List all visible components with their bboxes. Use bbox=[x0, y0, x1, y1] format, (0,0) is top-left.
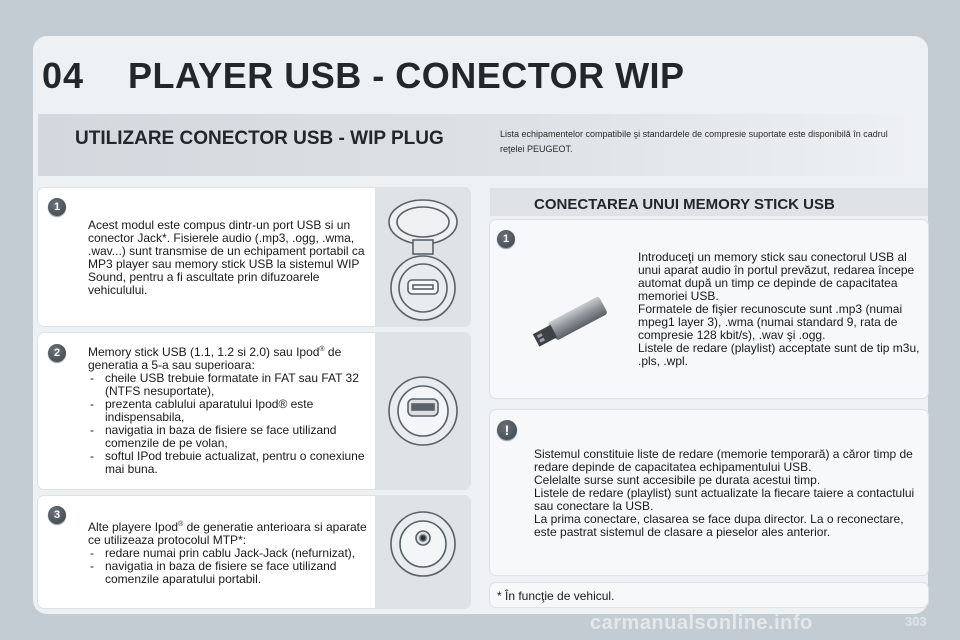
page-title: PLAYER USB - CONECTOR WIP bbox=[128, 55, 685, 96]
memory-stick-panel bbox=[490, 220, 928, 398]
list-item: prezenta cablului aparatului Ipod® este … bbox=[88, 398, 374, 424]
section-2-intro: Memory stick USB (1.1, 1.2 si 2.0) sau I… bbox=[88, 345, 342, 372]
section-subtitle: UTILIZARE CONECTOR USB - WIP PLUG bbox=[75, 128, 444, 149]
subtitle-band bbox=[38, 114, 920, 176]
list-item: redare numai prin cablu Jack-Jack (nefur… bbox=[88, 547, 374, 561]
list-item: navigatia in baza de fisiere se face uti… bbox=[88, 560, 374, 586]
list-item: navigatia in baza de fisiere se face uti… bbox=[88, 424, 374, 450]
list-item: softul IPod trebuie actualizat, pentru o… bbox=[88, 450, 374, 476]
section-3-intro: Alte playere Ipod® de generatie anterioa… bbox=[88, 520, 367, 547]
right-step-badge-1: 1 bbox=[497, 230, 515, 248]
illustration-area bbox=[375, 496, 470, 608]
warning-text: Sistemul constituie liste de redare (mem… bbox=[534, 447, 915, 539]
illustration-area bbox=[375, 188, 470, 326]
usb-port-illustration bbox=[388, 376, 458, 446]
step-badge-2: 2 bbox=[48, 344, 66, 362]
footnote-panel bbox=[490, 583, 928, 607]
step-badge-3: 3 bbox=[48, 506, 66, 524]
section-panel-1 bbox=[38, 188, 470, 326]
usb-port-cover-illustration bbox=[388, 199, 458, 321]
watermark: carmanualsonline.info bbox=[590, 612, 813, 634]
right-heading: CONECTAREA UNUI MEMORY STICK USB bbox=[534, 196, 835, 213]
list-item: cheile USB trebuie formatate in FAT sau … bbox=[88, 372, 374, 398]
illustration-area bbox=[375, 333, 470, 489]
section-3-text: Alte playere Ipod® de generatie anterioa… bbox=[88, 518, 374, 586]
section-1-text: Acest modul este compus dintr-un port US… bbox=[88, 218, 365, 297]
step-badge-1: 1 bbox=[48, 198, 66, 216]
warning-panel bbox=[490, 410, 928, 575]
usb-stick-illustration bbox=[532, 296, 607, 347]
section-2-list: cheile USB trebuie formatate in FAT sau … bbox=[88, 372, 374, 476]
section-2-text: Memory stick USB (1.1, 1.2 si 2.0) sau I… bbox=[88, 343, 374, 476]
section-3-list: redare numai prin cablu Jack-Jack (nefur… bbox=[88, 547, 374, 586]
memory-stick-text: Introduceţi un memory stick sau conector… bbox=[638, 250, 920, 368]
footnote: * În funcţie de vehicul. bbox=[497, 589, 615, 603]
chapter-number: 04 bbox=[42, 55, 85, 96]
page-number: 303 bbox=[905, 614, 927, 629]
warning-badge: ! bbox=[497, 420, 517, 440]
jack-port-illustration bbox=[390, 511, 456, 577]
right-heading-band bbox=[490, 188, 928, 216]
compatibility-note: Lista echipamentelor compatibile şi stan… bbox=[500, 129, 888, 154]
